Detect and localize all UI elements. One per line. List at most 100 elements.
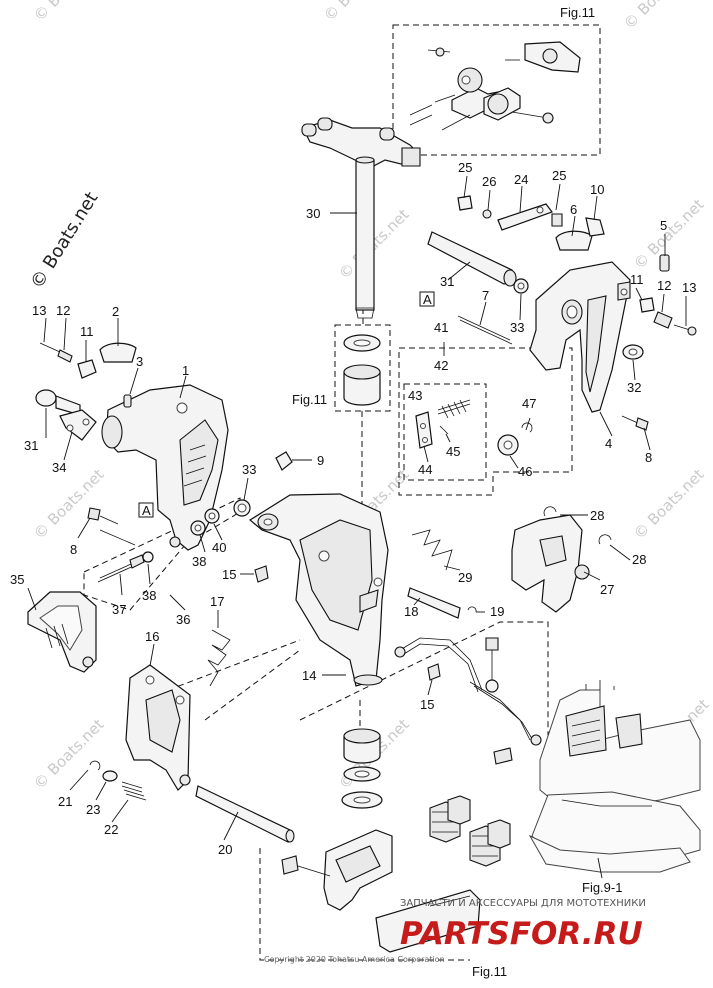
callout: 8	[645, 450, 652, 465]
tilt-shaft-parts	[89, 760, 295, 843]
callout: 25	[458, 160, 472, 175]
steering-bracket-assembly	[301, 41, 581, 169]
callout: 46	[518, 464, 532, 479]
callout: 31	[440, 274, 454, 289]
watermark: © Boats.net	[30, 0, 108, 25]
callout: 34	[52, 460, 66, 475]
figure-references: Fig.11 Fig.11 Fig.11 Fig.9-1	[292, 5, 622, 979]
callout: 40	[212, 540, 226, 555]
callout: 44	[418, 462, 432, 477]
watermark: © Boats.net	[630, 465, 708, 543]
callout: 31	[24, 438, 38, 453]
ref-label: A	[423, 292, 432, 307]
fig-ref-gearcase: Fig.9-1	[582, 880, 622, 895]
watermark: © Boats.net	[30, 465, 108, 543]
callout: 15	[222, 567, 236, 582]
lower-stopper	[281, 829, 481, 953]
callout: 25	[552, 168, 566, 183]
brand-subtitle: ЗАПЧАСТИ И АКСЕССУАРЫ ДЛЯ МОТОТЕХНИКИ	[400, 898, 646, 909]
left-fasteners	[35, 342, 137, 441]
callout: 15	[420, 697, 434, 712]
callout: 9	[317, 453, 324, 468]
callout: 43	[408, 388, 422, 403]
callout: 19	[490, 604, 504, 619]
right-fasteners	[622, 297, 697, 360]
bushing-set	[343, 334, 381, 406]
spring-17	[207, 629, 231, 687]
brand-overlay: ЗАПЧАСТИ И АКСЕССУАРЫ ДЛЯ МОТОТЕХНИКИ PA…	[400, 898, 646, 952]
watermark: © Boats.net	[320, 0, 398, 25]
leader-lines	[27, 175, 687, 879]
callout: 8	[70, 542, 77, 557]
tilt-lock-lever	[411, 506, 612, 613]
callout: 20	[218, 842, 232, 857]
watermark: © Boats.net	[30, 715, 108, 793]
callout: 42	[434, 358, 448, 373]
callout: 18	[404, 604, 418, 619]
lock-lever-parts	[415, 399, 533, 456]
callout: 38	[192, 554, 206, 569]
callout: 45	[446, 444, 460, 459]
clamp-bracket-left	[101, 384, 229, 551]
callout: 12	[657, 278, 671, 293]
callout: 32	[627, 380, 641, 395]
ref-box-a	[419, 291, 435, 307]
callout: 37	[112, 602, 126, 617]
lower-bushings	[341, 728, 383, 809]
callout: 13	[682, 280, 696, 295]
callout: 27	[600, 582, 614, 597]
main-watermark: © Boats.net	[26, 188, 102, 292]
watermark: © Boats.net	[620, 0, 698, 33]
clamp-bracket-right	[529, 261, 631, 413]
callout: 13	[32, 303, 46, 318]
ref-box-a	[138, 502, 154, 518]
callout: 28	[590, 508, 604, 523]
bolt-7	[457, 315, 511, 341]
callout: 38	[142, 588, 156, 603]
tilt-bracket	[125, 664, 191, 791]
callout: 41	[434, 320, 448, 335]
callout: 2	[112, 304, 119, 319]
carry-handle	[27, 591, 97, 673]
copyright-text: Copyright 2020 Tohatsu America Corporati…	[264, 955, 445, 964]
callout: 36	[176, 612, 190, 627]
callout: 4	[605, 436, 612, 451]
callout: 11	[630, 272, 644, 287]
fig-ref-top: Fig.11	[560, 5, 595, 20]
ref-marks: A A	[138, 291, 435, 518]
upper-right-hardware	[457, 195, 670, 272]
anode-blocks	[429, 795, 511, 867]
shaft-18	[407, 587, 477, 619]
callout-numbers: 1 2 3 4 5 6 7 8 8 9 10 11 11 12 12 13 13…	[10, 160, 696, 857]
hydraulic-line	[394, 637, 542, 765]
grease-fitting-upper	[254, 565, 441, 681]
fig-ref-left: Fig.11	[292, 392, 327, 407]
callout: 28	[632, 552, 646, 567]
right-bolt	[621, 415, 649, 431]
callout: 35	[10, 572, 24, 587]
callout: 47	[522, 396, 536, 411]
callout: 10	[590, 182, 604, 197]
brand-logo: PARTSFOR.RU	[400, 916, 643, 952]
callout: 12	[56, 303, 70, 318]
callout: 16	[145, 629, 159, 644]
callout: 23	[86, 802, 100, 817]
callout: 1	[182, 363, 189, 378]
callout: 14	[302, 668, 316, 683]
fig-ref-bottom: Fig.11	[472, 964, 507, 979]
tilt-rod	[427, 231, 529, 294]
callout: 7	[482, 288, 489, 303]
steering-shaft	[355, 156, 375, 319]
callout: 17	[210, 594, 224, 609]
callout: 5	[660, 218, 667, 233]
callout: 24	[514, 172, 528, 187]
callout: 11	[80, 324, 94, 339]
swivel-bracket	[248, 493, 389, 687]
ref-label: A	[142, 503, 151, 518]
callout: 33	[510, 320, 524, 335]
part-9	[275, 451, 293, 471]
callout: 26	[482, 174, 496, 189]
gearcase-outline	[528, 680, 701, 873]
callout: 22	[104, 822, 118, 837]
